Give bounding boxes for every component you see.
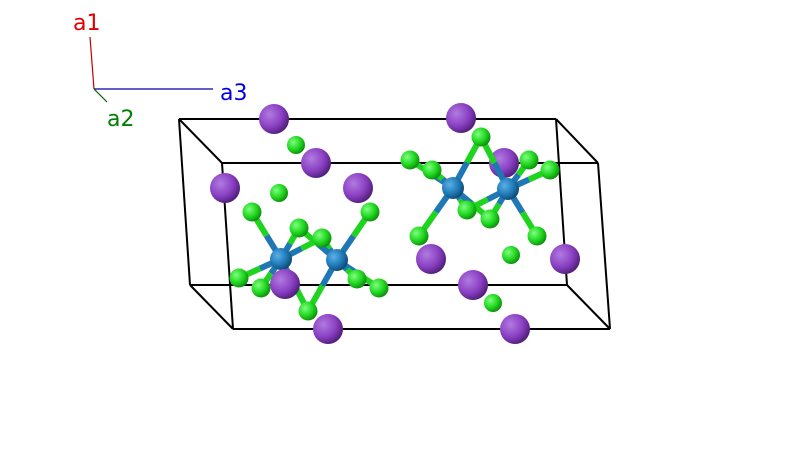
ligand-atom [409,226,429,246]
ligand-atom [289,218,309,238]
cell-edge [178,118,223,164]
small-atom [484,294,502,312]
a3-axis-label: a3 [220,81,247,106]
cell-edge [555,118,599,164]
ligand-atom [242,202,262,222]
center-atom [326,249,348,271]
ligand-atom [251,278,271,298]
axis-indicator: a1 a3 a2 [73,11,247,132]
ligand-atom [229,268,249,288]
large-atom [343,173,373,203]
large-atom [458,270,488,300]
large-atom [446,103,476,133]
small-atom [287,136,305,154]
ligand-atom [480,209,500,229]
cell-edge [178,118,191,286]
ligand-atom [369,278,389,298]
large-atom [500,314,530,344]
cell-edge [189,284,234,330]
a2-axis-line [93,88,108,103]
ligand-atom [422,160,442,180]
large-atom [550,244,580,274]
large-atom [416,244,446,274]
small-atom [270,184,288,202]
large-atom [210,173,240,203]
atoms-layer [210,103,580,344]
ligand-atom [360,202,380,222]
center-atom [442,177,464,199]
large-atom [270,269,300,299]
ligand-atom [312,228,332,248]
ligand-atom [347,269,367,289]
ligand-atom [471,127,491,147]
center-atom [497,178,519,200]
large-atom [313,314,343,344]
small-atom [502,246,520,264]
large-atom [259,104,289,134]
ligand-atom [400,150,420,170]
ligand-atom [519,150,539,170]
ligand-atom [457,200,477,220]
a2-axis-label: a2 [107,107,134,132]
cell-edge [566,284,611,330]
ligand-atom [540,160,560,180]
cell-edge [597,162,611,330]
a1-axis-line [89,36,95,90]
large-atom [301,148,331,178]
unit-cell-box [178,118,611,330]
ligand-atom [527,226,547,246]
a1-axis-label: a1 [73,11,100,36]
center-atom [270,248,292,270]
ligand-atom [298,301,318,321]
